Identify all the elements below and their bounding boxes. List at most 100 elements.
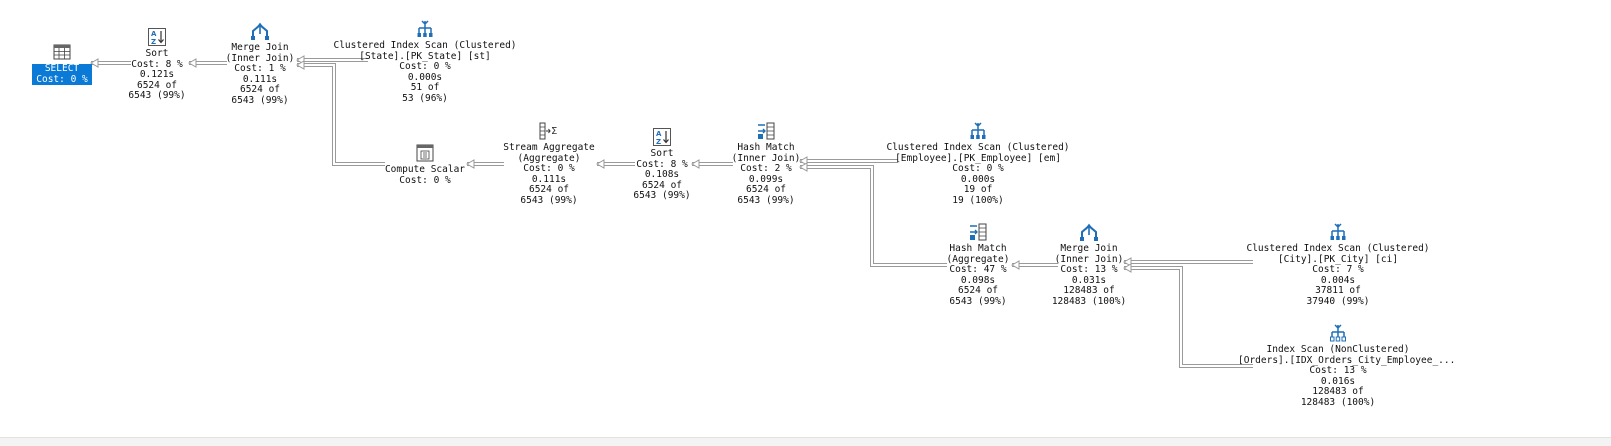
svg-text:A: A xyxy=(656,130,662,138)
plan-node-clustered-index-scan-city[interactable]: Clustered Index Scan (Clustered) [City].… xyxy=(1238,222,1438,308)
node-line: (Inner Join) xyxy=(225,52,295,64)
node-line: [City].[PK_City] [ci] xyxy=(1277,253,1399,265)
node-line: (Inner Join) xyxy=(1054,253,1124,265)
node-line: [Employee].[PK_Employee] [em] xyxy=(895,152,1061,164)
node-line: 6524 of xyxy=(136,79,178,91)
node-line: SELECT xyxy=(44,63,80,74)
connector-orders-scan-to-merge xyxy=(1122,263,1253,368)
node-line: Cost: 0 % xyxy=(399,174,451,186)
hash-match-icon xyxy=(758,122,775,140)
node-line: 19 of xyxy=(963,184,993,196)
node-line: 53 (96%) xyxy=(402,92,448,104)
node-line: 0.108s xyxy=(644,169,680,181)
merge-join-icon xyxy=(251,22,269,40)
select-label-block: SELECT Cost: 0 % xyxy=(32,63,92,86)
node-line: Hash Match xyxy=(737,142,795,153)
node-line: 128483 (100%) xyxy=(1051,295,1127,307)
hash-match-icon xyxy=(970,223,987,241)
connector-merge-to-sort xyxy=(187,58,227,68)
connector-employee-scan-to-hash xyxy=(798,156,898,166)
node-line: Cost: 0 % xyxy=(36,73,88,85)
plan-node-hash-match-join[interactable]: Hash Match (Inner Join) Cost: 2 % 0.099s… xyxy=(666,121,866,207)
clustered-index-scan-icon xyxy=(970,122,986,139)
plan-node-sort[interactable]: A Z Sort Cost: 8 % 0.108s 6524 of 6543 (… xyxy=(562,127,762,202)
connector-hash-to-sort xyxy=(690,159,733,169)
node-line: Index Scan (NonClustered) xyxy=(1266,344,1410,355)
plan-node-compute-scalar[interactable]: Compute Scalar Cost: 0 % xyxy=(325,143,525,186)
plan-node-index-scan-orders[interactable]: Index Scan (NonClustered) [Orders].[IDX_… xyxy=(1238,323,1456,409)
plan-node-hash-match-aggregate[interactable]: Hash Match (Aggregate) Cost: 47 % 0.098s… xyxy=(878,222,1078,308)
node-line: 0.121s xyxy=(139,69,175,81)
node-line: Cost: 1 % xyxy=(234,63,286,75)
svg-text:Z: Z xyxy=(151,38,156,46)
sort-az-icon: A Z xyxy=(653,128,671,146)
connector-stream-to-compute xyxy=(465,159,504,169)
result-grid-icon xyxy=(53,44,71,60)
sort-az-icon: A Z xyxy=(148,28,166,46)
node-line: 0.098s xyxy=(960,274,996,286)
node-line: (Inner Join) xyxy=(731,152,801,164)
node-line: Cost: 8 % xyxy=(131,58,183,70)
node-line: 6524 of xyxy=(528,184,570,196)
node-line: Clustered Index Scan (Clustered) xyxy=(333,40,517,51)
node-line: 6543 (99%) xyxy=(231,94,289,106)
node-line: 128483 (100%) xyxy=(1300,396,1376,408)
node-line: (Aggregate) xyxy=(946,253,1010,265)
svg-text:Z: Z xyxy=(656,138,661,146)
node-line: Sort xyxy=(650,148,674,159)
node-line: 19 (100%) xyxy=(952,194,1004,206)
node-line: 0.000s xyxy=(407,71,443,83)
node-line: Sort xyxy=(145,48,169,59)
node-line: Stream Aggregate xyxy=(503,142,595,153)
merge-join-icon xyxy=(1080,223,1098,241)
node-line: 0.004s xyxy=(1320,274,1356,286)
connector-sort-to-stream xyxy=(595,159,635,169)
node-line: Cost: 8 % xyxy=(636,158,688,170)
plan-node-select[interactable]: SELECT Cost: 0 % xyxy=(0,42,162,86)
node-line: [Orders].[IDX_Orders_City_Employee_... xyxy=(1238,354,1456,366)
plan-node-clustered-index-scan-state[interactable]: Clustered Index Scan (Clustered) [State]… xyxy=(325,19,525,105)
plan-node-merge-join[interactable]: Merge Join (Inner Join) Cost: 1 % 0.111s… xyxy=(160,21,360,107)
node-line: 0.111s xyxy=(531,173,567,185)
node-line: 0.000s xyxy=(960,173,996,185)
node-line: Cost: 47 % xyxy=(949,264,1007,276)
compute-scalar-icon xyxy=(416,144,434,162)
node-line: Cost: 7 % xyxy=(1312,264,1364,276)
node-line: 128483 of xyxy=(1312,386,1364,398)
plan-node-clustered-index-scan-employee[interactable]: Clustered Index Scan (Clustered) [Employ… xyxy=(878,121,1078,207)
node-line: 6543 (99%) xyxy=(737,194,795,206)
node-line: 6524 of xyxy=(957,285,999,297)
node-line: 6524 of xyxy=(745,184,787,196)
node-line: 0.031s xyxy=(1071,274,1107,286)
node-line: 51 of xyxy=(410,82,440,94)
node-line: 6543 (99%) xyxy=(520,194,578,206)
index-scan-icon xyxy=(1330,324,1346,342)
clustered-index-scan-icon xyxy=(417,20,433,37)
node-line: Cost: 0 % xyxy=(523,163,575,175)
horizontal-scrollbar[interactable] xyxy=(0,437,1611,446)
svg-text:Σ: Σ xyxy=(551,126,557,137)
node-line: Merge Join xyxy=(231,42,289,53)
node-line: 37811 of xyxy=(1315,285,1361,297)
plan-node-stream-aggregate[interactable]: Σ Stream Aggregate (Aggregate) Cost: 0 %… xyxy=(449,121,649,207)
plan-node-merge-join[interactable]: Merge Join (Inner Join) Cost: 13 % 0.031… xyxy=(989,222,1189,308)
plan-node-sort[interactable]: A Z Sort Cost: 8 % 0.121s 6524 of 6543 (… xyxy=(57,27,257,102)
node-line: 0.111s xyxy=(242,73,278,85)
node-line: 6543 (99%) xyxy=(633,190,691,202)
connector-merge-to-hash-agg xyxy=(1010,260,1058,270)
node-line: 0.099s xyxy=(748,173,784,185)
node-line: Cost: 0 % xyxy=(399,61,451,73)
node-line: 6543 (99%) xyxy=(949,295,1007,307)
node-line: 0.016s xyxy=(1320,375,1356,387)
node-line: Cost: 0 % xyxy=(952,163,1004,175)
node-line: 37940 (99%) xyxy=(1306,295,1370,307)
node-line: Hash Match xyxy=(949,243,1007,254)
clustered-index-scan-icon xyxy=(1330,223,1346,240)
node-line: Compute Scalar xyxy=(384,164,466,175)
node-line: 6543 (99%) xyxy=(128,90,186,102)
node-line: Cost: 13 % xyxy=(1060,264,1118,276)
node-line: [State].[PK_State] [st] xyxy=(359,50,491,62)
node-line: Cost: 2 % xyxy=(740,163,792,175)
